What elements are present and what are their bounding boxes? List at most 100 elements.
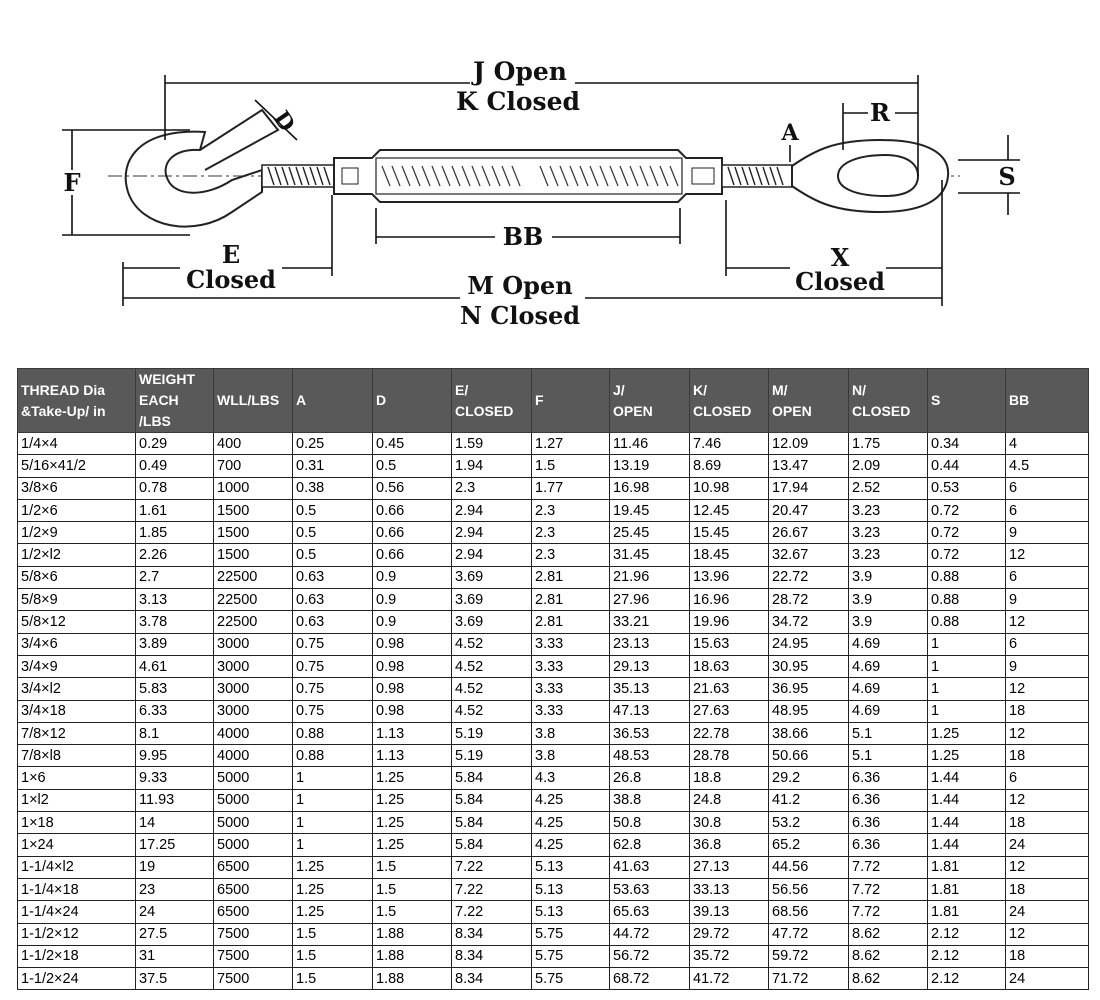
column-header: WLL/LBS xyxy=(213,368,293,433)
table-cell: 32.67 xyxy=(768,543,849,567)
table-cell: 8.34 xyxy=(451,922,532,946)
table-cell: 1×l2 xyxy=(17,788,136,813)
table-cell: 3.69 xyxy=(451,588,532,612)
label-e: E xyxy=(222,240,240,269)
table-cell: 0.98 xyxy=(372,654,452,679)
table-cell: 19.45 xyxy=(609,498,690,523)
table-cell: 5.84 xyxy=(451,788,532,813)
table-cell: 53.63 xyxy=(609,877,690,902)
table-cell: 7/8×12 xyxy=(17,721,136,746)
column-header: M/ OPEN xyxy=(768,368,849,433)
table-cell: 19 xyxy=(135,855,214,879)
table-cell: 4.52 xyxy=(451,677,532,701)
table-cell: 29.2 xyxy=(768,766,849,790)
table-cell: 41.2 xyxy=(768,788,849,813)
table-cell: 8.62 xyxy=(848,922,928,946)
table-cell: 2.94 xyxy=(451,543,532,567)
table-cell: 6.36 xyxy=(848,788,928,813)
table-cell: 31 xyxy=(135,944,214,969)
table-cell: 1.5 xyxy=(372,855,452,879)
table-cell: 1 xyxy=(292,833,373,857)
table-cell: 5/8×6 xyxy=(17,565,136,590)
table-cell: 4.69 xyxy=(848,699,928,723)
table-cell: 0.88 xyxy=(927,588,1006,612)
table-cell: 12 xyxy=(1005,610,1089,634)
table-cell: 0.5 xyxy=(292,521,373,545)
table-cell: 1500 xyxy=(213,498,293,523)
table-cell: 4.69 xyxy=(848,677,928,701)
table-cell: 22.78 xyxy=(689,721,769,746)
label-bb: BB xyxy=(503,222,544,251)
table-cell: 4000 xyxy=(213,721,293,746)
table-cell: 2.94 xyxy=(451,498,532,523)
table-cell: 33.21 xyxy=(609,610,690,634)
table-cell: 3/4×18 xyxy=(17,699,136,723)
table-cell: 27.13 xyxy=(689,855,769,879)
table-cell: 1.5 xyxy=(531,454,610,478)
table-cell: 4.25 xyxy=(531,788,610,813)
table-cell: 3.9 xyxy=(848,565,928,590)
table-cell: 1.44 xyxy=(927,833,1006,857)
column-header-line: WLL/LBS xyxy=(217,392,280,408)
table-cell: 1-1/2×24 xyxy=(17,967,136,991)
table-cell: 7.22 xyxy=(451,855,532,879)
table-cell: 15.63 xyxy=(689,632,769,656)
table-cell: 8.62 xyxy=(848,967,928,991)
table-cell: 9 xyxy=(1005,521,1089,545)
table-cell: 7.72 xyxy=(848,877,928,902)
table-cell: 59.72 xyxy=(768,944,849,969)
table-cell: 48.95 xyxy=(768,699,849,723)
table-cell: 8.62 xyxy=(848,944,928,969)
table-cell: 0.44 xyxy=(927,454,1006,478)
table-cell: 1500 xyxy=(213,543,293,567)
column-header-line: OPEN xyxy=(772,402,812,419)
table-cell: 0.72 xyxy=(927,521,1006,545)
label-s: S xyxy=(998,162,1015,191)
table-cell: 7.22 xyxy=(451,900,532,924)
table-cell: 1.13 xyxy=(372,744,452,768)
table-cell: 65.63 xyxy=(609,900,690,924)
table-cell: 0.63 xyxy=(292,588,373,612)
table-cell: 5.75 xyxy=(531,967,610,991)
table-cell: 9.33 xyxy=(135,766,214,790)
table-cell: 47.72 xyxy=(768,922,849,946)
table-cell: 400 xyxy=(213,431,293,456)
table-cell: 12.45 xyxy=(689,498,769,523)
table-cell: 12 xyxy=(1005,855,1089,879)
table-cell: 24 xyxy=(1005,967,1089,991)
table-cell: 1.88 xyxy=(372,944,452,969)
table-cell: 28.78 xyxy=(689,744,769,768)
table-cell: 24.95 xyxy=(768,632,849,656)
table-cell: 2.7 xyxy=(135,565,214,590)
table-cell: 0.49 xyxy=(135,454,214,478)
column-header: E/CLOSED xyxy=(451,368,532,433)
table-cell: 12.09 xyxy=(768,431,849,456)
table-cell: 18.63 xyxy=(689,654,769,679)
table-cell: 0.9 xyxy=(372,610,452,634)
table-cell: 6.36 xyxy=(848,833,928,857)
table-cell: 18.45 xyxy=(689,543,769,567)
table-cell: 6 xyxy=(1005,565,1089,590)
table-cell: 7500 xyxy=(213,922,293,946)
table-cell: 4.5 xyxy=(1005,454,1089,478)
table-cell: 50.66 xyxy=(768,744,849,768)
table-cell: 27.63 xyxy=(689,699,769,723)
table-cell: 0.53 xyxy=(927,476,1006,500)
table-cell: 2.12 xyxy=(927,944,1006,969)
column-header-line: WEIGHT xyxy=(139,371,195,387)
table-cell: 7500 xyxy=(213,967,293,991)
table-cell: 24.8 xyxy=(689,788,769,813)
table-cell: 700 xyxy=(213,454,293,478)
table-cell: 11.46 xyxy=(609,431,690,456)
table-cell: 1-1/4×18 xyxy=(17,877,136,902)
table-cell: 3000 xyxy=(213,677,293,701)
table-cell: 11.93 xyxy=(135,788,214,813)
table-cell: 0.31 xyxy=(292,454,373,478)
table-cell: 16.98 xyxy=(609,476,690,500)
table-cell: 18 xyxy=(1005,744,1089,768)
